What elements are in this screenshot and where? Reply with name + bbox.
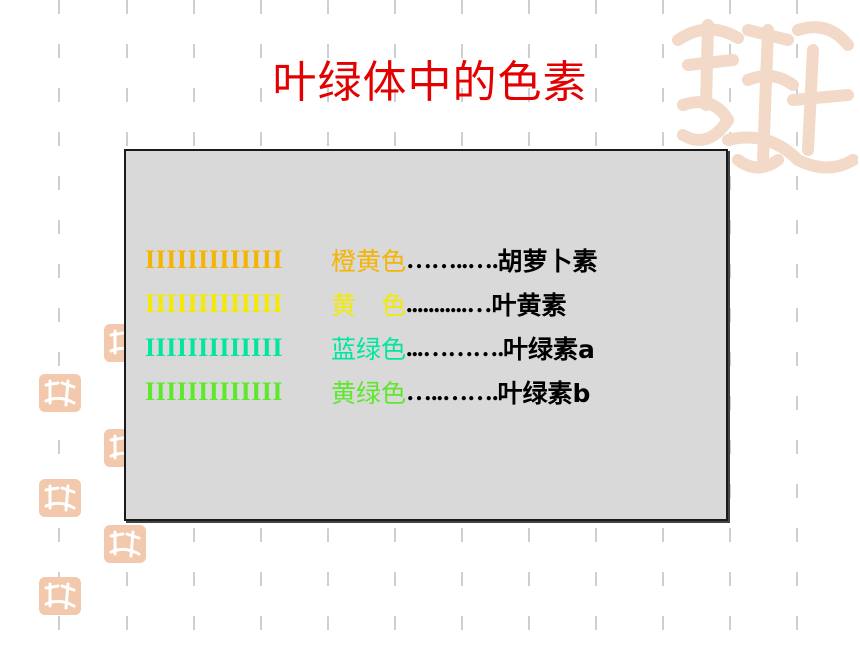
- band-bars: IIIIIIIIIIIII: [145, 245, 284, 274]
- grid-line: [796, 0, 798, 645]
- grid-line: [58, 0, 60, 645]
- pigment-name: 胡萝卜素: [497, 247, 598, 276]
- band-color-name: 蓝绿色: [331, 335, 407, 364]
- pigment-name: 叶绿素a: [503, 335, 595, 364]
- calligraphy-watermark-icon: [672, 19, 858, 174]
- pigment-list: IIIIIIIIIIIII 橙黄色 ……..…. 胡萝卜素 IIIIIIIIII…: [145, 238, 598, 414]
- leader-dots: ...……….: [406, 333, 504, 362]
- leader-dots: ...........…: [406, 289, 492, 318]
- leader-dots: ……..….: [406, 245, 498, 274]
- band-color-name: 橙黄色: [331, 247, 407, 276]
- band-color-name: 黄绿色: [331, 379, 407, 408]
- seal-stamp-icon: [39, 577, 81, 615]
- leader-dots: …..…….: [406, 377, 498, 406]
- band-bars: IIIIIIIIIIIII: [145, 289, 284, 318]
- band-color-name: 黄 色: [331, 291, 407, 320]
- band-bars: IIIIIIIIIIIII: [145, 333, 284, 362]
- seal-stamp-icon: [104, 525, 146, 563]
- pigment-row: IIIIIIIIIIIII 蓝绿色 ...………. 叶绿素a: [145, 326, 598, 370]
- slide-title: 叶绿体中的色素: [272, 57, 588, 108]
- pigment-panel: IIIIIIIIIIIII 橙黄色 ……..…. 胡萝卜素 IIIIIIIIII…: [124, 149, 728, 521]
- band-bars: IIIIIIIIIIIII: [145, 377, 284, 406]
- seal-stamp-icon: [39, 479, 81, 517]
- pigment-name: 叶绿素b: [497, 379, 591, 408]
- pigment-row: IIIIIIIIIIIII 橙黄色 ……..…. 胡萝卜素: [145, 238, 598, 282]
- pigment-row: IIIIIIIIIIIII 黄 色 ...........… 叶黄素: [145, 282, 598, 326]
- seal-stamp-icon: [39, 374, 81, 412]
- grid-line: [729, 0, 731, 645]
- pigment-row: IIIIIIIIIIIII 黄绿色 …..……. 叶绿素b: [145, 370, 598, 414]
- pigment-name: 叶黄素: [491, 291, 567, 320]
